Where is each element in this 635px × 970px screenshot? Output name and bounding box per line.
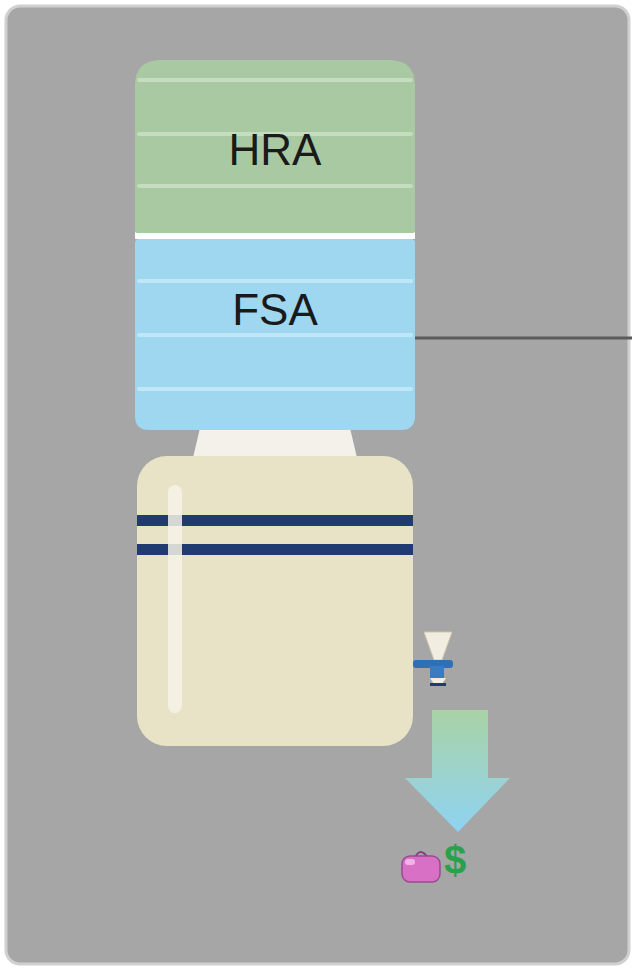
band-fill: [135, 239, 415, 430]
band-fill: [135, 60, 415, 233]
purse-shine: [405, 859, 415, 865]
tap-drip: [430, 683, 446, 686]
bottle-divider: [135, 232, 415, 239]
account-label: HRA: [135, 128, 415, 172]
panel-background: [6, 6, 629, 964]
cooler-base: [137, 456, 413, 746]
base-highlight: [168, 485, 182, 713]
flow-arrow: [405, 710, 510, 832]
bottle-ridge: [137, 387, 413, 391]
bottle-band: HRA: [135, 60, 415, 233]
bottle-ridge: [137, 78, 413, 82]
account-label: FSA: [135, 288, 415, 332]
bottle-ridge: [137, 184, 413, 188]
tap-valve: [430, 666, 444, 678]
money-symbol: $: [444, 840, 466, 880]
band-shape: [135, 239, 415, 430]
purse-icon: [402, 856, 440, 882]
bottle-ridge: [137, 279, 413, 283]
bottle-ridge: [137, 333, 413, 337]
tap-top: [424, 632, 452, 660]
bottle-band: FSA: [135, 239, 415, 430]
